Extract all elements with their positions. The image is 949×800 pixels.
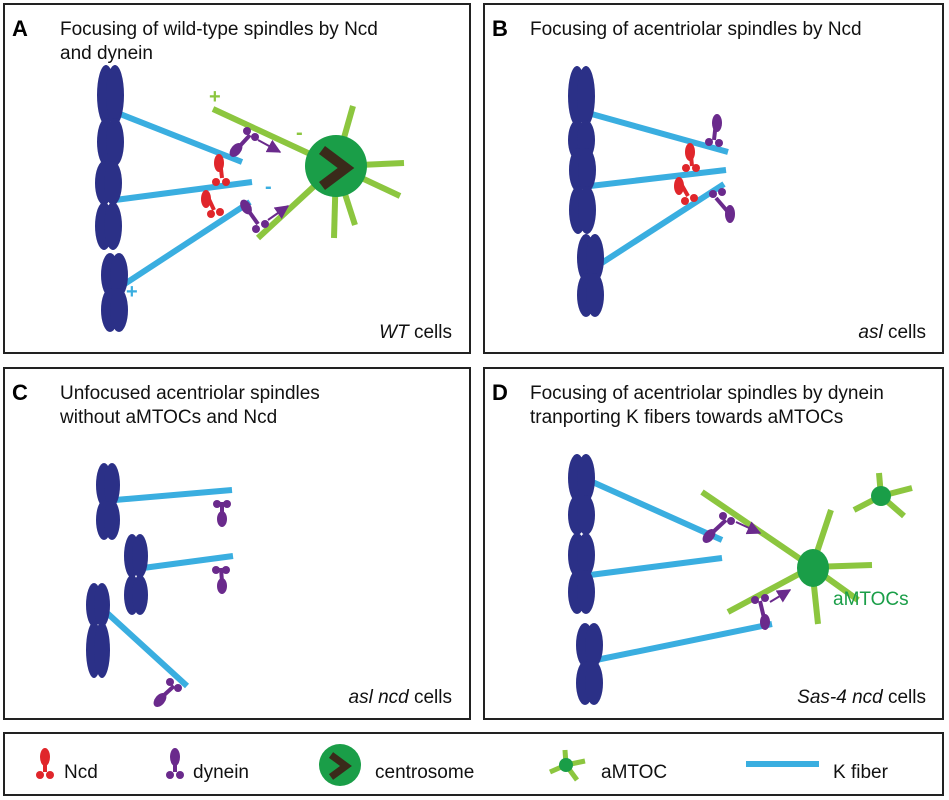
panel-c-condition: asl ncd cells	[349, 687, 453, 708]
panel-c-title-line2: without aMTOCs and Ncd	[59, 407, 277, 428]
panel-a-drawing: + - - +	[95, 65, 405, 332]
amtoc-icon	[871, 486, 891, 506]
legend-label-amtoc: aMTOC	[601, 762, 667, 783]
panel-a-condition: WT cells	[379, 322, 452, 343]
kfiber	[114, 179, 253, 203]
minus-sign: -	[296, 122, 303, 144]
kfiber	[118, 199, 252, 290]
panel-a-title-line1: Focusing of wild-type spindles by Ncd	[60, 19, 378, 40]
panel-d-letter: D	[492, 380, 508, 405]
amtoc-icon	[797, 549, 829, 587]
plus-sign: +	[209, 86, 221, 108]
panel-a-letter: A	[12, 16, 28, 41]
legend-label-kfiber: K fiber	[833, 762, 889, 783]
panel-c-frame	[3, 367, 471, 720]
legend-frame	[3, 732, 944, 796]
panel-d-condition: Sas-4 ncd cells	[797, 687, 926, 708]
centriole-chevron	[319, 146, 355, 190]
centrosome-icon	[319, 744, 361, 786]
panel-b-letter: B	[492, 16, 508, 41]
amtoc-label: aMTOCs	[833, 589, 909, 610]
panel-b-condition: asl cells	[858, 322, 926, 343]
panel-b-drawing	[568, 66, 735, 317]
legend: Ncd dynein centrosome aMTOC K fiber	[36, 744, 889, 786]
panel-a-frame	[3, 3, 471, 354]
minus-sign: -	[265, 176, 272, 198]
panel-b-frame	[483, 3, 944, 354]
panel-c-letter: C	[12, 380, 28, 405]
kfiber	[113, 109, 244, 165]
legend-label-dynein: dynein	[193, 762, 249, 783]
ncd-icon	[36, 748, 54, 779]
legend-label-ncd: Ncd	[64, 762, 98, 783]
panel-b-title-line1: Focusing of acentriolar spindles by Ncd	[530, 19, 862, 40]
plus-sign: +	[126, 281, 138, 303]
panel-a-title-line2: and dynein	[60, 43, 153, 64]
panel-d-title-line2: tranporting K fibers towards aMTOCs	[530, 407, 843, 428]
panel-d-drawing: aMTOCs	[568, 454, 913, 705]
panel-d-frame	[483, 367, 944, 720]
panel-c-title-line1: Unfocused acentriolar spindles	[60, 383, 320, 404]
legend-label-centrosome: centrosome	[375, 762, 474, 783]
panel-c-drawing	[86, 463, 234, 707]
panel-d-title-line1: Focusing of acentriolar spindles by dyne…	[530, 383, 884, 404]
amtoc-icon	[548, 749, 586, 782]
dynein-icon	[166, 748, 184, 779]
